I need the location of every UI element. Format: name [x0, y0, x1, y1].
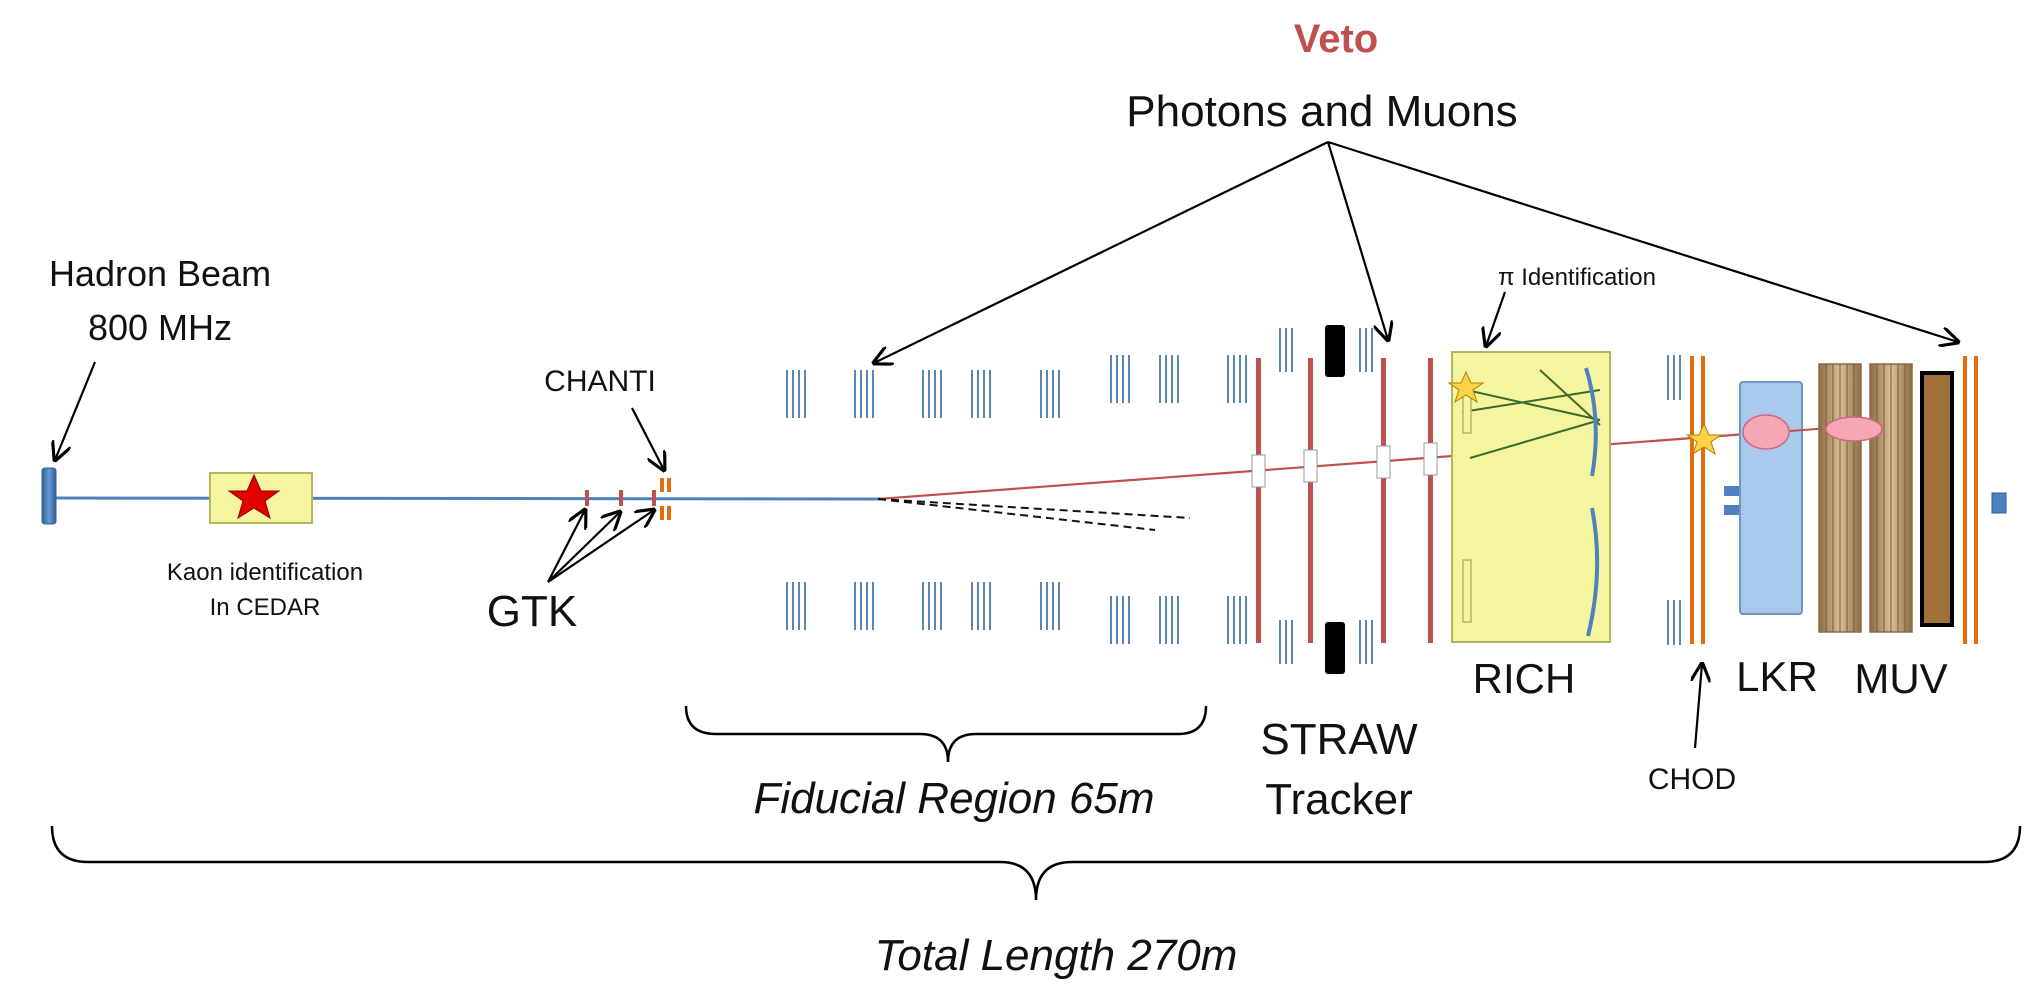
- chod-plane-1: [1690, 356, 1694, 644]
- cedar-label: In CEDAR: [210, 594, 321, 621]
- chanti-label: CHANTI: [544, 365, 656, 398]
- beam-line: [49, 496, 881, 501]
- fiducial-region-label: Fiducial Region 65m: [753, 774, 1154, 823]
- chanti-detector: [660, 478, 671, 520]
- fiducial-brace: [684, 705, 1208, 763]
- total-length-brace: [50, 825, 2022, 901]
- chod-plane-2: [1701, 356, 1705, 644]
- veto-stations: [786, 328, 1681, 664]
- rich-label: RICH: [1473, 655, 1576, 702]
- muv3-plane-2: [1974, 356, 1978, 644]
- irc-upper: [1724, 486, 1742, 496]
- lkr-shower-icon: [1742, 414, 1790, 450]
- rich-cherenkov-light: [1461, 369, 1601, 459]
- chod-label: CHOD: [1648, 763, 1736, 796]
- magnet-lower: [1325, 622, 1345, 674]
- beam-dump-marker: [1991, 492, 2007, 514]
- pi-id-label: π Identification: [1498, 264, 1656, 291]
- veto-title: Veto: [1294, 17, 1378, 61]
- muv-label: MUV: [1854, 655, 1947, 702]
- muv-shower-icon: [1825, 416, 1883, 442]
- rich-mirror-lower: [1586, 507, 1600, 637]
- lkr-label: LKR: [1736, 653, 1818, 700]
- magnet-upper: [1325, 325, 1345, 377]
- photon-track-2: [877, 498, 1156, 531]
- muv3-plane-1: [1963, 356, 1967, 644]
- chod-star-icon: [1685, 422, 1723, 456]
- veto-subtitle: Photons and Muons: [1126, 87, 1517, 136]
- straw-chambers: [1251, 358, 1438, 643]
- gtk-label: GTK: [487, 587, 577, 636]
- rich-pmt-lower: [1462, 559, 1472, 623]
- tracker-label: Tracker: [1265, 775, 1413, 824]
- muv-stripes: [1825, 364, 1906, 632]
- rich-mirror-upper: [1584, 367, 1598, 477]
- kaon-id-label: Kaon identification: [167, 559, 363, 586]
- gtk-stations: [585, 490, 656, 506]
- cedar-star-icon: [227, 473, 281, 520]
- beam-rate-label: 800 MHz: [88, 307, 232, 348]
- photon-track-1: [877, 498, 1191, 519]
- rich-star-icon: [1447, 370, 1485, 404]
- irc-lower: [1724, 505, 1742, 515]
- iron-wall: [1920, 371, 1954, 627]
- beam-source: [41, 467, 57, 525]
- pointer-arrows: [55, 140, 1958, 749]
- pion-track: [877, 431, 1761, 501]
- rich-vessel: [1451, 351, 1611, 643]
- total-length-label: Total Length 270m: [875, 931, 1238, 980]
- hadron-beam-label: Hadron Beam: [49, 253, 271, 294]
- straw-label: STRAW: [1260, 715, 1418, 764]
